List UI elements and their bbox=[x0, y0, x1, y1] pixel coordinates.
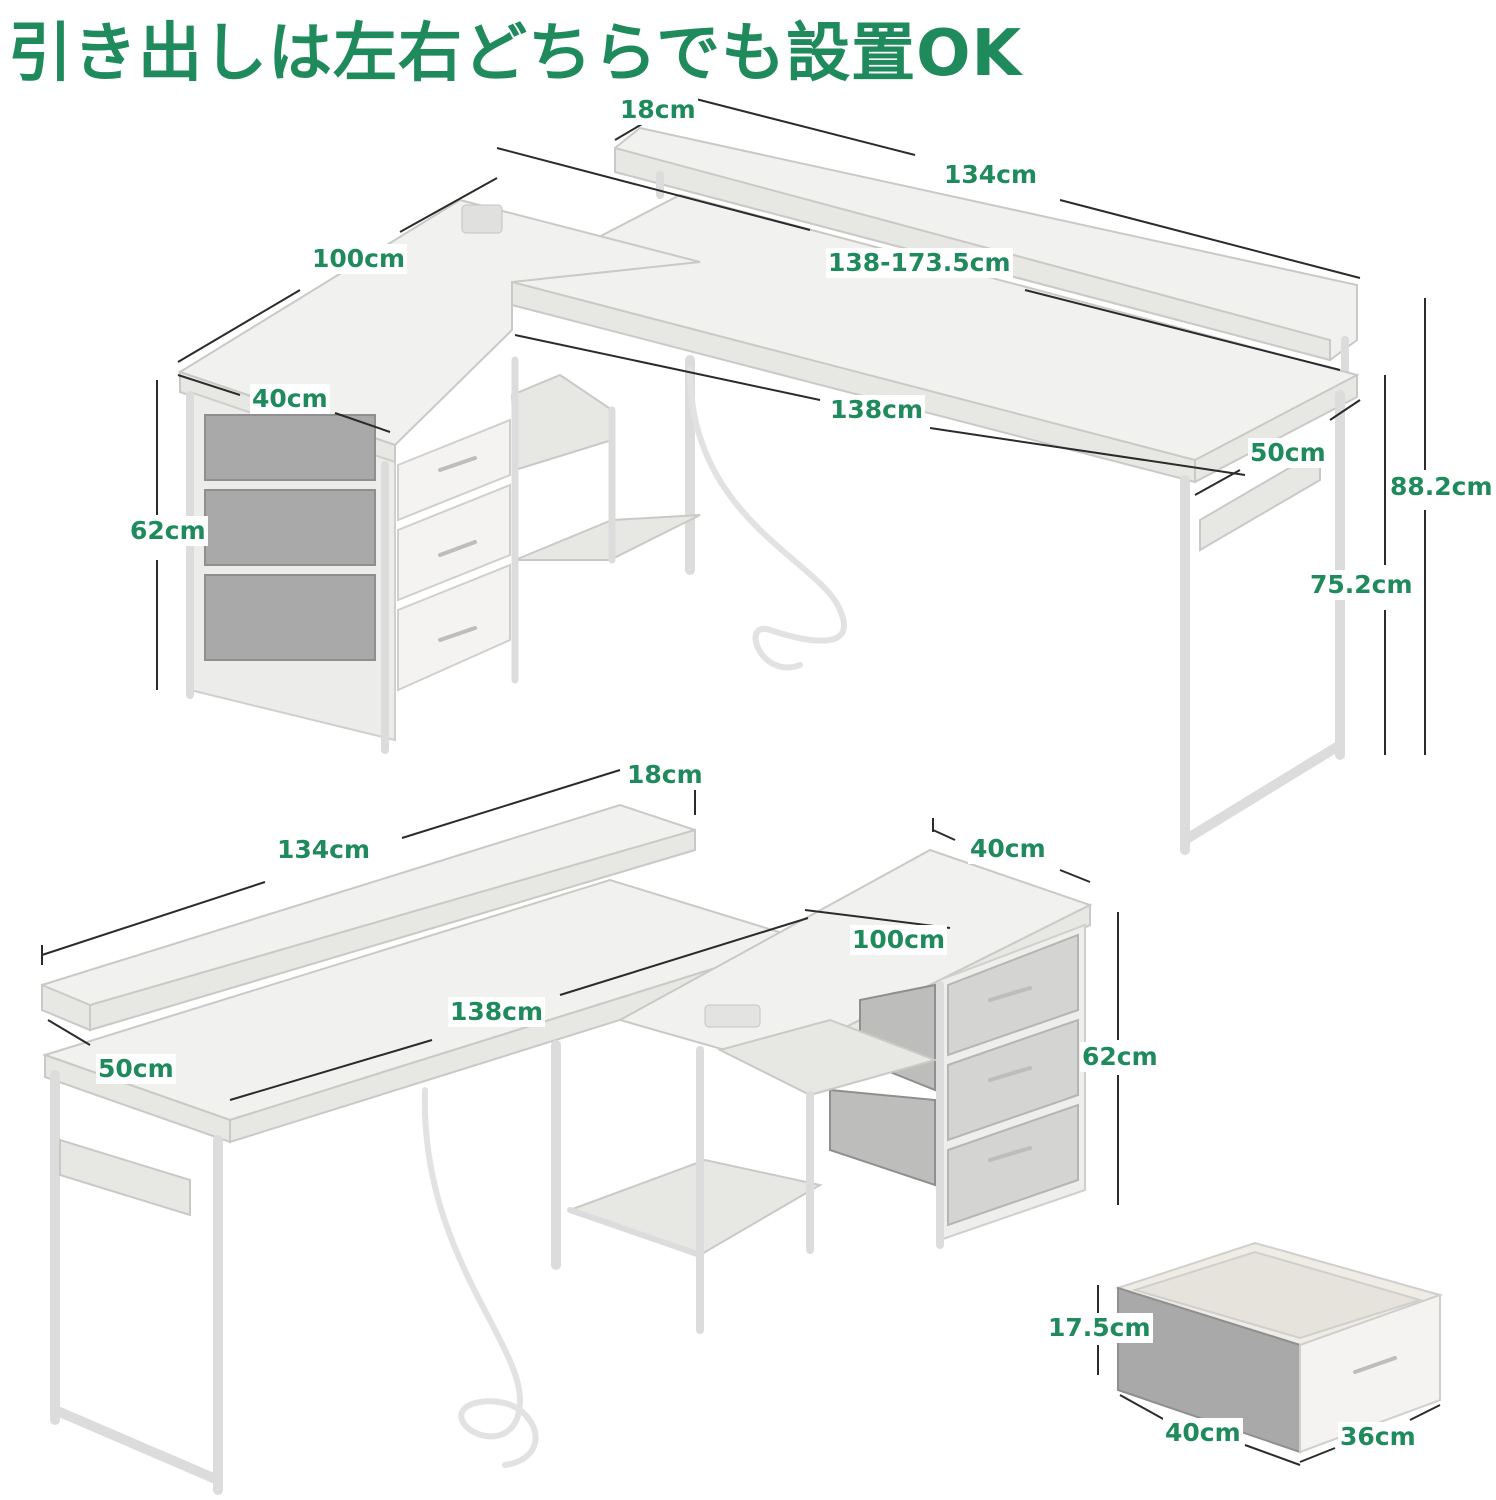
label-bottom-cabinet-height: 62cm bbox=[1080, 1042, 1160, 1072]
label-top-total-height: 88.2cm bbox=[1388, 472, 1495, 502]
bottom-side-cabinet bbox=[567, 848, 1093, 1334]
label-top-side-depth: 40cm bbox=[250, 384, 330, 414]
label-drawer-width: 40cm bbox=[1163, 1418, 1243, 1448]
label-bottom-shelf-width: 134cm bbox=[275, 835, 373, 865]
drawer-detail bbox=[1114, 1241, 1444, 1454]
label-drawer-depth: 36cm bbox=[1338, 1422, 1418, 1452]
top-desktop bbox=[511, 193, 1360, 484]
top-side-cabinet bbox=[177, 198, 701, 754]
label-top-side-length: 100cm bbox=[310, 244, 408, 274]
label-bottom-desk-depth: 50cm bbox=[96, 1054, 176, 1084]
label-top-cabinet-height: 62cm bbox=[128, 516, 208, 546]
label-top-extend-width: 138-173.5cm bbox=[826, 248, 1013, 278]
label-bottom-desk-width: 138cm bbox=[448, 997, 546, 1027]
label-bottom-shelf-depth: 18cm bbox=[625, 760, 705, 790]
label-top-shelf-depth: 18cm bbox=[618, 95, 698, 125]
label-bottom-side-depth: 40cm bbox=[968, 834, 1048, 864]
label-top-desk-width: 138cm bbox=[828, 395, 926, 425]
label-top-desk-depth: 50cm bbox=[1248, 438, 1328, 468]
label-top-shelf-width: 134cm bbox=[942, 160, 1040, 190]
bottom-monitor-shelf bbox=[41, 803, 696, 1032]
label-drawer-height: 17.5cm bbox=[1046, 1313, 1153, 1343]
bottom-desk-frame bbox=[50, 1040, 561, 1495]
headline: 引き出しは左右どちらでも設置OK bbox=[8, 17, 1023, 91]
top-dimension-lines bbox=[156, 96, 1426, 755]
label-top-desk-height: 75.2cm bbox=[1308, 570, 1415, 600]
label-bottom-side-length: 100cm bbox=[850, 925, 948, 955]
